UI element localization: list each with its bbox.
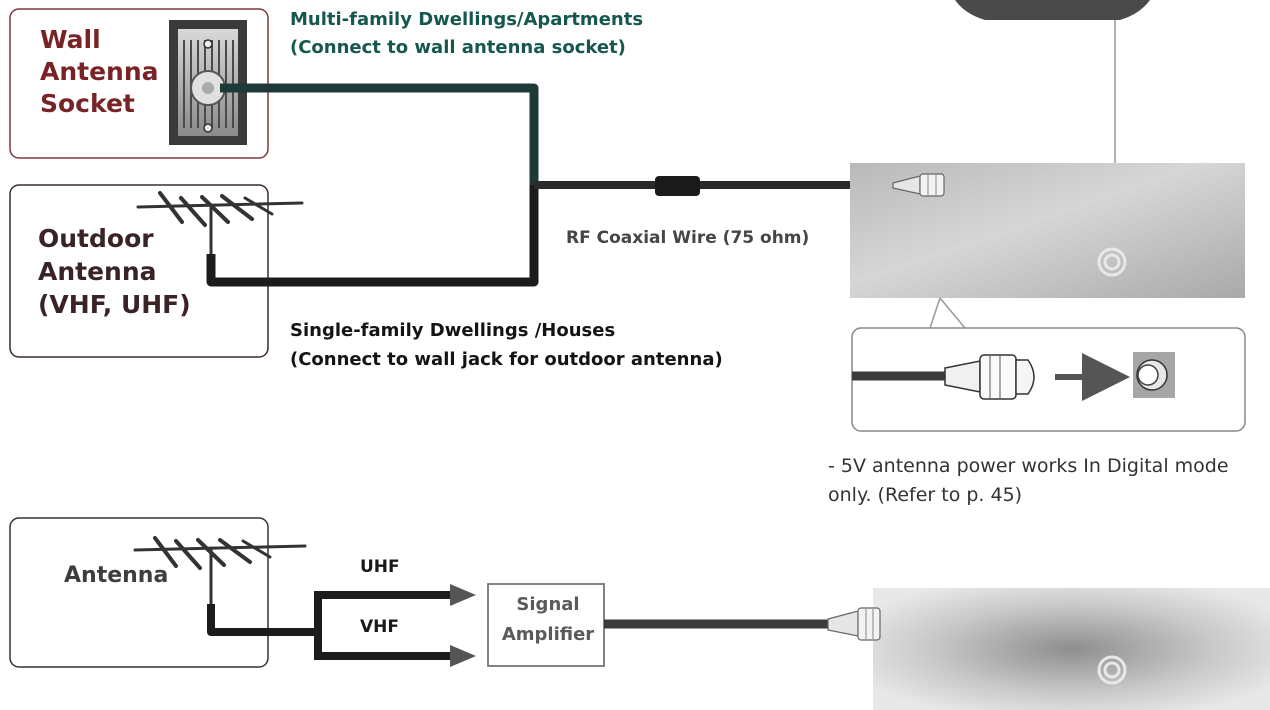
coax-connector-icon — [892, 173, 945, 197]
callout-pointer — [929, 297, 966, 329]
tv-panel-bottom — [873, 588, 1270, 710]
signal-amplifier-box — [487, 583, 605, 667]
antenna-box — [9, 517, 269, 668]
antenna-power-note: - 5V antenna power works In Digital mode… — [828, 455, 1229, 506]
multi-family-caption: Multi-family Dwellings/Apartments (Conne… — [290, 9, 644, 58]
signal-amplifier-label: Signal Amplifier — [501, 594, 595, 645]
coax-connector-icon — [827, 607, 881, 641]
wall-cable — [220, 83, 539, 185]
wall-socket-icon — [169, 20, 247, 145]
antenna-cable — [207, 604, 318, 636]
outdoor-antenna-box — [9, 184, 269, 358]
outdoor-antenna-label: Outdoor Antenna (VHF, UHF) — [38, 224, 191, 319]
antenna-label: Antenna — [64, 563, 169, 588]
cable-ferrite — [655, 176, 700, 196]
wall-antenna-socket-label: Wall Antenna Socket — [40, 25, 159, 118]
tv-power-icon — [1097, 247, 1127, 277]
outdoor-cable — [206, 185, 539, 287]
vhf-arrow — [450, 645, 476, 667]
uhf-arrow — [450, 584, 476, 606]
antenna-icon — [133, 536, 307, 608]
uhf-label: UHF — [360, 557, 400, 577]
tv-stand-top — [955, 0, 1150, 20]
rf-coaxial-wire-label: RF Coaxial Wire (75 ohm) — [566, 228, 810, 248]
single-family-caption: Single-family Dwellings /Houses (Connect… — [290, 320, 723, 370]
outdoor-antenna-icon — [136, 191, 304, 258]
vhf-label: VHF — [360, 617, 399, 637]
tv-power-icon — [1097, 655, 1127, 685]
